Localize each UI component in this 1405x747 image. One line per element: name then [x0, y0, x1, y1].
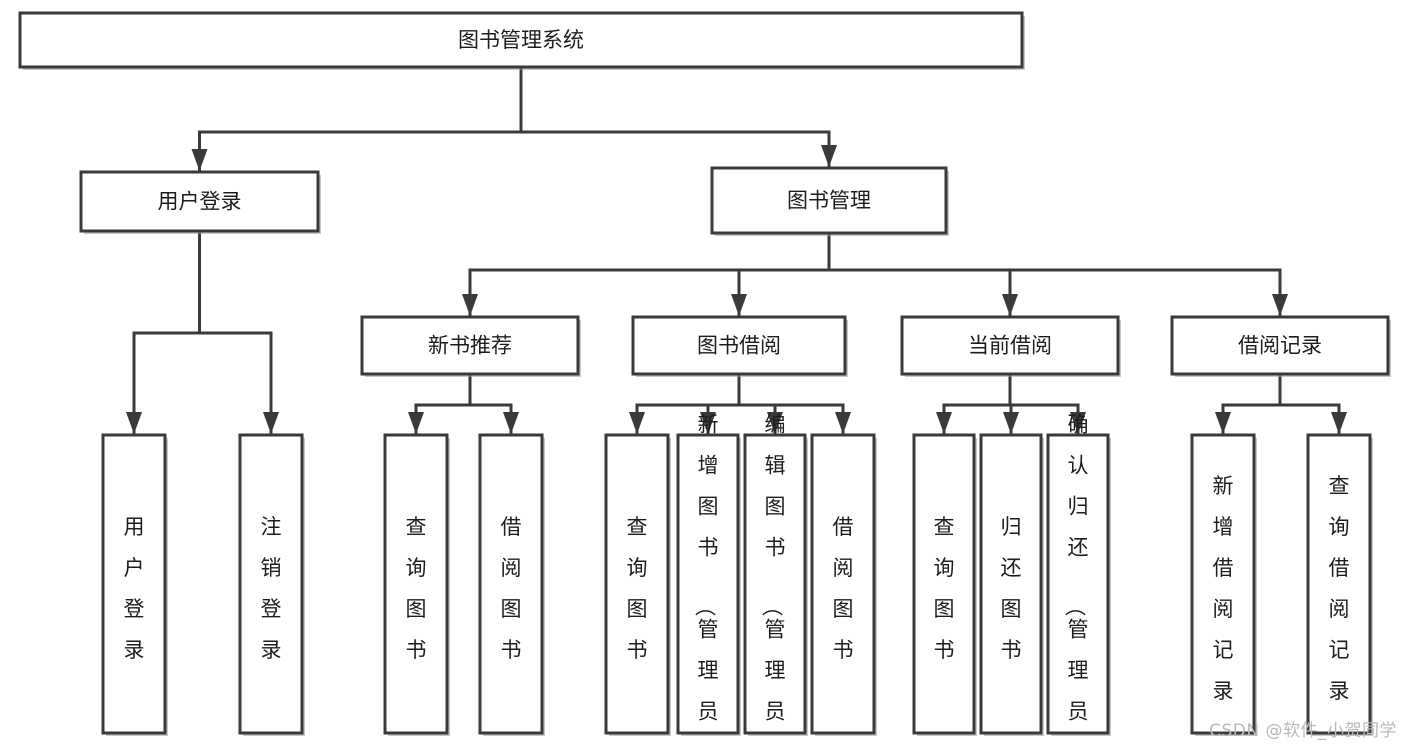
node-label: 图书管理系统 — [458, 28, 584, 52]
node-label: 用户登录 — [124, 515, 145, 662]
node-label: 新增图书（管理员） — [693, 412, 719, 747]
node-book-manage[interactable]: 图书管理 — [710, 166, 949, 236]
node-label: 归还图书 — [1001, 515, 1022, 662]
node-user-login[interactable]: 用户登录 — [79, 170, 321, 234]
node-root[interactable]: 图书管理系统 — [18, 11, 1025, 70]
node-label: 查询借阅记录 — [1329, 474, 1350, 703]
node-layer: 图书管理系统用户登录图书管理新书推荐图书借阅当前借阅借阅记录用户登录注销登录查询… — [18, 11, 1391, 747]
node-label: 注销登录 — [261, 515, 282, 662]
node-leaf-borrow-book-2[interactable]: 借阅图书 — [810, 433, 877, 736]
edge-layer — [126, 65, 1347, 435]
node-leaf-add-book[interactable]: 新增图书（管理员） — [676, 412, 741, 747]
node-borrow-record[interactable]: 借阅记录 — [1170, 315, 1391, 377]
watermark-text: CSDN @软件_小贺同学 — [1209, 721, 1397, 741]
node-label: 图书借阅 — [697, 334, 781, 358]
node-leaf-logout[interactable]: 注销登录 — [238, 433, 305, 736]
node-leaf-query-book-3[interactable]: 查询图书 — [912, 433, 977, 736]
node-current-borrow[interactable]: 当前借阅 — [900, 315, 1121, 377]
node-label: 用户登录 — [158, 190, 242, 214]
node-leaf-add-record[interactable]: 新增借阅记录 — [1190, 433, 1257, 736]
node-label: 编辑图书（管理员） — [760, 412, 786, 747]
node-label: 借阅记录 — [1238, 334, 1322, 358]
node-label: 借阅图书 — [501, 515, 522, 662]
node-label: 查询图书 — [934, 515, 955, 662]
node-leaf-query-record[interactable]: 查询借阅记录 — [1306, 433, 1373, 736]
node-leaf-return-book[interactable]: 归还图书 — [979, 433, 1044, 736]
node-label: 查询图书 — [627, 515, 648, 662]
node-label: 新书推荐 — [428, 334, 512, 358]
node-leaf-query-book-1[interactable]: 查询图书 — [383, 433, 450, 736]
node-leaf-edit-book[interactable]: 编辑图书（管理员） — [743, 412, 808, 747]
node-leaf-query-book-2[interactable]: 查询图书 — [604, 433, 671, 736]
node-leaf-confirm-return[interactable]: 确认归还（管理员） — [1046, 412, 1111, 747]
node-label: 图书管理 — [787, 189, 871, 213]
node-label: 借阅图书 — [833, 515, 854, 662]
node-label: 查询图书 — [406, 515, 427, 662]
node-leaf-borrow-book-1[interactable]: 借阅图书 — [478, 433, 545, 736]
node-new-book-rec[interactable]: 新书推荐 — [360, 315, 581, 377]
node-label: 确认归还（管理员） — [1063, 412, 1089, 747]
node-label: 新增借阅记录 — [1213, 474, 1234, 703]
node-label: 当前借阅 — [968, 334, 1052, 358]
node-book-borrow[interactable]: 图书借阅 — [631, 315, 848, 377]
node-leaf-user-login[interactable]: 用户登录 — [101, 433, 168, 736]
